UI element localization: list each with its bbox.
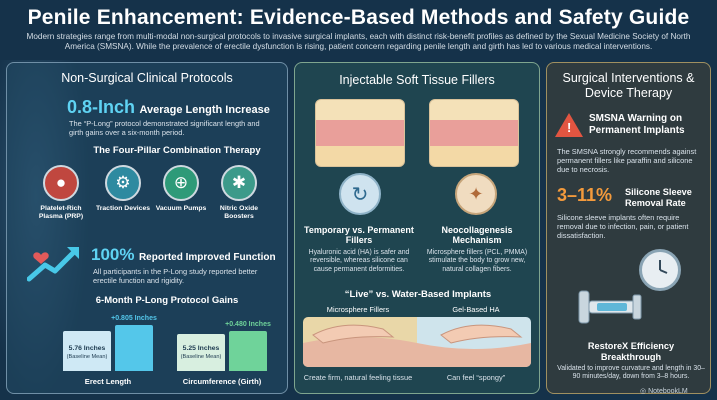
panel-title-surgical: Surgical Interventions & Device Therapy bbox=[562, 71, 695, 100]
gain-bar-baseline bbox=[177, 334, 225, 371]
growth-arrow-icon bbox=[26, 243, 82, 283]
fillers-box2-desc: Microsphere fillers (PCL, PMMA) stimulat… bbox=[426, 249, 528, 273]
warning-exclamation: ! bbox=[567, 120, 572, 135]
device-title: RestoreX Efficiency Breakthrough bbox=[587, 341, 675, 362]
removal-rate-label: Silicone Sleeve Removal Rate bbox=[625, 187, 692, 208]
traction-device-icon: ⚙ bbox=[105, 165, 141, 201]
implants-comparison-illustration bbox=[303, 317, 531, 367]
refresh-cycle-icon: ↻ bbox=[339, 173, 381, 215]
fillers-box2-title: Neocollagenesis Mechanism bbox=[441, 225, 513, 245]
gain-bar-baseline bbox=[63, 330, 111, 371]
notebooklm-icon: ◎ bbox=[640, 388, 647, 395]
tissue-cell-illustration-1 bbox=[315, 99, 405, 167]
watermark-label: NotebookLM bbox=[648, 388, 688, 395]
gain-category-label: Erect Length bbox=[84, 377, 132, 386]
removal-rate-value: 3–11% bbox=[557, 185, 613, 205]
function-stat: 100% Reported Improved Function bbox=[91, 245, 286, 265]
tissue-cell-illustration-2 bbox=[429, 99, 519, 167]
blood-drop-icon: ● bbox=[43, 165, 79, 201]
compare-right-label: Gel-Based HA bbox=[452, 305, 500, 314]
removal-rate-desc: Silicone sleeve implants often require r… bbox=[557, 213, 689, 240]
vacuum-pump-icon: ⊕ bbox=[163, 165, 199, 201]
warning-desc: The SMSNA strongly recommends against pe… bbox=[557, 147, 697, 174]
pillars-title: The Four-Pillar Combination Therapy bbox=[93, 145, 261, 156]
panel-surgical: Surgical Interventions & Device Therapy … bbox=[546, 62, 711, 394]
page-subtitle: Modern strategies range from multi-modal… bbox=[26, 32, 691, 51]
gain-bar-increase bbox=[229, 330, 267, 371]
gain-increase-label: +0.480 Inches bbox=[225, 320, 271, 328]
device-desc: Validated to improve curvature and lengt… bbox=[557, 365, 705, 381]
length-stat: 0.8-Inch Average Length Increase bbox=[67, 97, 287, 118]
function-stat-value: 100% bbox=[91, 245, 135, 264]
clock-icon bbox=[639, 249, 681, 291]
gain-category-label: Circumference (Girth) bbox=[182, 377, 262, 386]
fillers-box1-desc: Hyaluronic acid (HA) is safer and revers… bbox=[308, 249, 410, 273]
panel-title-fillers: Injectable Soft Tissue Fillers bbox=[339, 73, 495, 87]
pillar-label: Traction Devices bbox=[95, 205, 151, 212]
gain-baseline-note: (Baseline Mean) bbox=[180, 354, 222, 360]
warning-icon bbox=[555, 113, 583, 137]
function-stat-desc: All participants in the P-Long study rep… bbox=[93, 267, 258, 285]
compare-left-desc: Create firm, natural feeling tissue bbox=[303, 373, 413, 382]
gain-baseline-label: 5.25 Inches bbox=[182, 345, 220, 352]
length-stat-value: 0.8-Inch bbox=[67, 97, 136, 117]
page-title: Penile Enhancement: Evidence-Based Metho… bbox=[27, 6, 690, 29]
length-stat-desc: The “P-Long” protocol demonstrated signi… bbox=[69, 119, 260, 137]
fillers-box1-title: Temporary vs. Permanent Fillers bbox=[304, 225, 414, 245]
gains-chart-title: 6-Month P-Long Protocol Gains bbox=[95, 295, 239, 306]
watermark: ◎ NotebookLM bbox=[640, 387, 688, 395]
gain-bar-increase bbox=[115, 325, 153, 371]
restorex-device-icon bbox=[575, 281, 645, 331]
panel-title-non-surgical: Non-Surgical Clinical Protocols bbox=[61, 71, 233, 85]
molecule-icon: ✱ bbox=[221, 165, 257, 201]
length-stat-label: Average Length Increase bbox=[139, 104, 270, 116]
collagen-fiber-icon: ✦ bbox=[455, 173, 497, 215]
function-stat-label: Reported Improved Function bbox=[138, 252, 276, 263]
gain-baseline-label: 5.76 Inches bbox=[68, 345, 106, 352]
compare-right-desc: Can feel “spongy” bbox=[446, 373, 506, 382]
compare-left-label: Microsphere Fillers bbox=[326, 305, 390, 314]
implants-compare-title: “Live” vs. Water-Based Implants bbox=[344, 289, 492, 300]
pillar-label: Nitric Oxide Boosters bbox=[219, 205, 259, 220]
panel-non-surgical: Non-Surgical Clinical Protocols 0.8-Inch… bbox=[6, 62, 288, 394]
gain-increase-label: +0.805 Inches bbox=[111, 315, 157, 323]
panel-fillers: Injectable Soft Tissue Fillers ↻ ✦ Tempo… bbox=[294, 62, 540, 394]
warning-title: SMSNA Warning on Permanent Implants bbox=[589, 113, 685, 136]
gain-baseline-note: (Baseline Mean) bbox=[66, 354, 108, 360]
pillar-label: Vacuum Pumps bbox=[155, 205, 207, 212]
pillar-label: Platelet-Rich Plasma (PRP) bbox=[38, 205, 84, 220]
